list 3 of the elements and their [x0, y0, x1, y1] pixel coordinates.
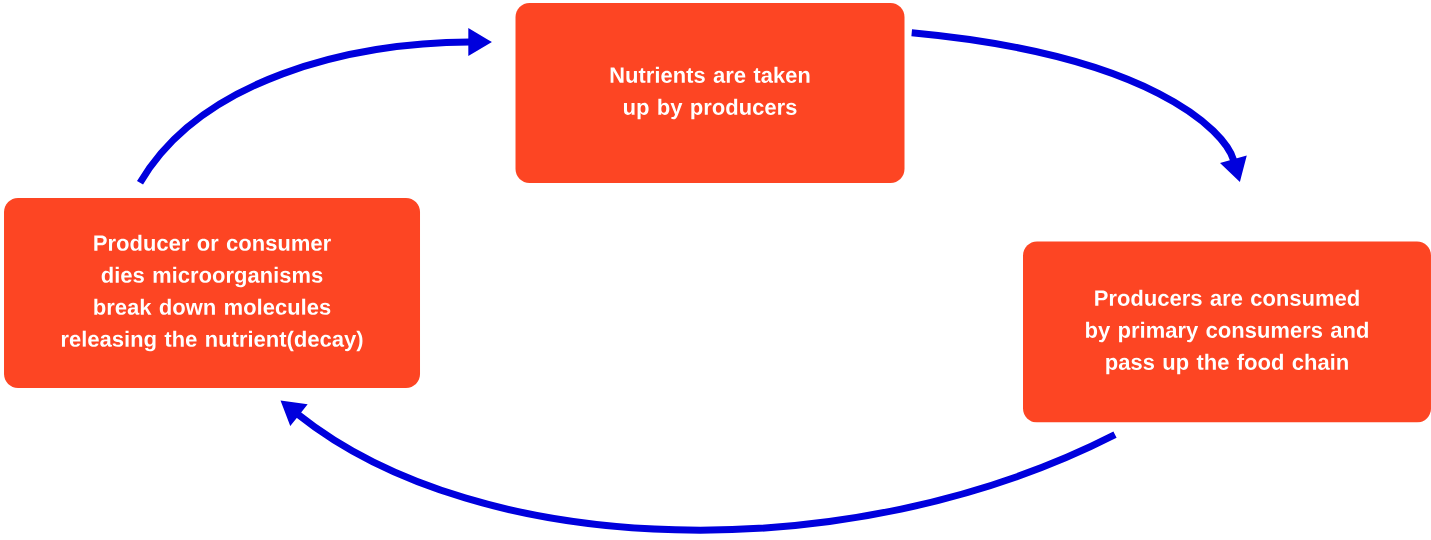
process-box: Producer or consumer dies microorganisms break down molecules releasing the nutrient(decay): [4, 198, 420, 388]
process-box: Producers are consumed by primary consumers and pass up the food chain: [1023, 241, 1431, 423]
process-box: Nutrients are taken up by producers: [515, 3, 905, 183]
